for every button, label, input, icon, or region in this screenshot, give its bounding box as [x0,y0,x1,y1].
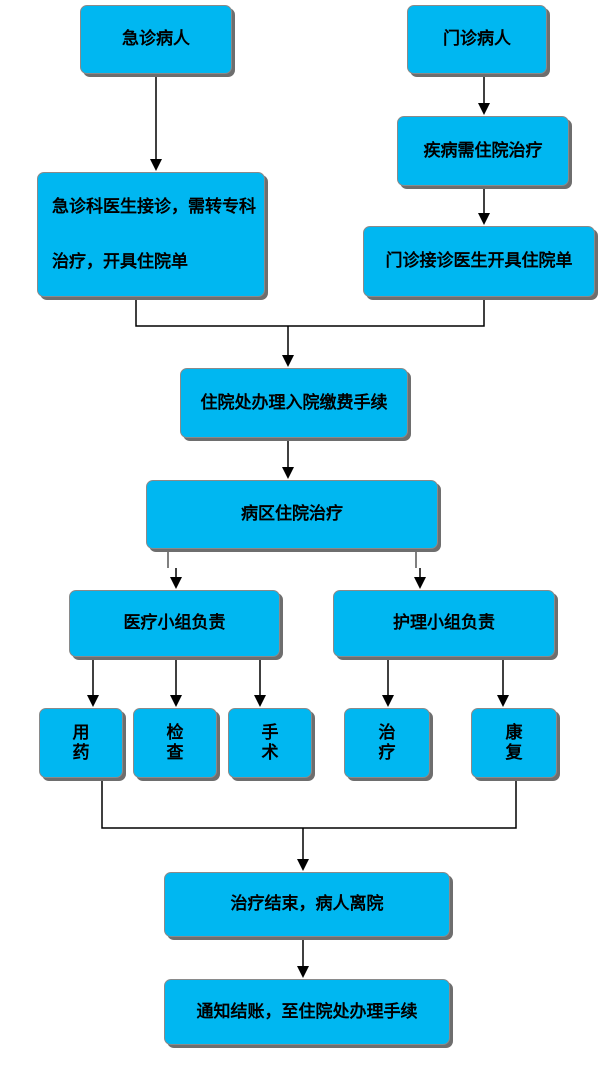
node-label: 住院处办理入院缴费手续 [200,392,388,413]
node-treatment: 治疗 [344,708,430,778]
node-label-line2: 治疗，开具住院单 [52,251,188,272]
node-label: 门诊接诊医生开具住院单 [385,251,573,272]
node-emergency-doctor: 急诊科医生接诊，需转专科 治疗，开具住院单 [37,172,265,297]
node-outpatient-doctor: 门诊接诊医生开具住院单 [363,226,595,297]
merge-line-bottom [101,778,517,829]
node-label-line1: 急诊科医生接诊，需转专科 [52,197,256,218]
node-label: 治疗结束，病人离院 [230,894,384,915]
node-checkout: 通知结账，至住院处办理手续 [164,979,450,1045]
node-label: 用药 [72,722,110,763]
node-nursing-team: 护理小组负责 [333,590,555,657]
node-label: 护理小组负责 [393,613,495,634]
node-label: 手术 [261,722,299,763]
node-disease-needs-admission: 疾病需住院治疗 [397,116,569,186]
node-surgery: 手术 [228,708,312,778]
node-label: 检查 [166,722,204,763]
node-label: 医疗小组负责 [123,613,226,634]
node-label: 门诊病人 [443,29,511,50]
node-treatment-finished: 治疗结束，病人离院 [164,872,450,937]
node-label: 通知结账，至住院处办理手续 [196,1001,418,1022]
merge-line-top [135,297,485,327]
node-ward-treatment: 病区住院治疗 [146,480,438,549]
node-examination: 检查 [133,708,217,778]
node-admission-procedures: 住院处办理入院缴费手续 [180,368,408,438]
node-label: 急诊病人 [122,29,190,50]
node-label: 病区住院治疗 [241,504,343,525]
node-label: 康复 [505,722,543,763]
node-outpatient: 门诊病人 [407,5,547,74]
node-medical-team: 医疗小组负责 [69,590,280,657]
node-label: 疾病需住院治疗 [423,140,543,161]
node-label: 治疗 [378,722,416,763]
node-rehabilitation: 康复 [471,708,557,778]
node-emergency-patient: 急诊病人 [80,5,232,74]
node-medication: 用药 [39,708,123,778]
